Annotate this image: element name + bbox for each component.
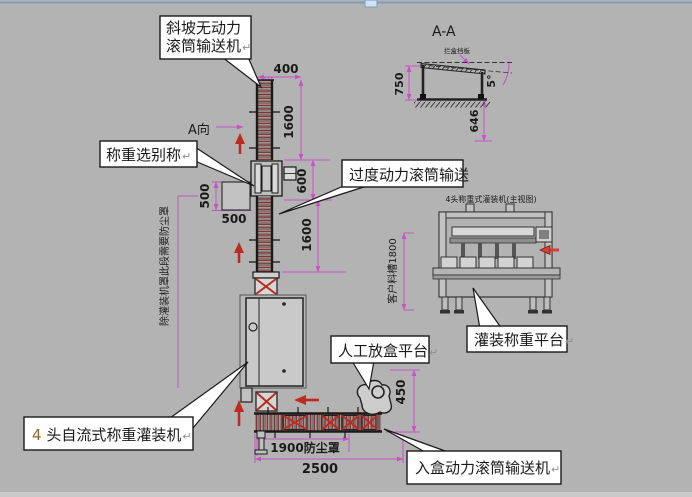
bottom-strip <box>0 492 692 497</box>
dim-400: 400 <box>273 62 298 76</box>
label-a-view: A向 <box>188 122 210 138</box>
callout-manual-platform-label: 人工放盒平台↵ <box>338 342 438 360</box>
dim-600: 600 <box>295 168 309 193</box>
callout-gravity-filler <box>23 416 194 451</box>
operator-figure <box>356 379 393 415</box>
section-aa-view <box>414 62 513 108</box>
transition-conveyor-topview <box>249 196 280 272</box>
dim-750: 750 <box>393 72 406 95</box>
dim-1600-lower: 1600 <box>300 218 314 251</box>
weighing-selector-station <box>250 160 297 197</box>
baffle-leader <box>459 54 470 65</box>
dim-646: 646 <box>468 109 481 132</box>
callout-weighing-selector-label: 称重选别称↵ <box>106 146 191 164</box>
callout-manual-platform <box>330 335 430 364</box>
label-section-aa: A-A <box>432 24 456 40</box>
label-customer-trough: 客户料槽1800 <box>386 238 399 303</box>
dim-1900-dust-cover: 1900防尘罩 <box>270 440 339 455</box>
callout-transition-conveyor-label: 过度动力滚筒输送 <box>349 166 469 184</box>
callout-infeed-conveyor-label: 入盒动力滚筒输送机↵ <box>415 459 560 477</box>
flow-arrows <box>234 133 559 426</box>
callout-infeed-conveyor <box>406 450 562 485</box>
label-front-view-title: 4头称重式灌装机(主视图) <box>445 194 536 204</box>
dimension-texts: 400 1600 600 1600 500 500 450 1900防尘罩 25… <box>198 62 498 477</box>
infeed-conveyor-topview <box>254 407 382 455</box>
ground-hatch <box>414 101 490 108</box>
conveyor-end-bracket <box>252 271 280 296</box>
annotation-texts: A向 A-A 拦盒挡板 4头称重式灌装机(主视图) 除灌装机罩此段需要防尘罩 客… <box>158 24 537 326</box>
callout-filling-platform-label: 灌装称重平台↵ <box>474 331 574 349</box>
dim-450: 450 <box>394 379 408 404</box>
note-dust-cover: 除灌装机罩此段需要防尘罩 <box>158 206 171 326</box>
dim-1600-upper: 1600 <box>282 105 296 138</box>
callout-weighing-selector <box>99 140 198 168</box>
callout-transition-conveyor <box>341 159 464 188</box>
label-baffle: 拦盒挡板 <box>444 46 471 55</box>
callout-slope-conveyor <box>159 15 252 60</box>
dim-500-v: 500 <box>198 183 212 208</box>
buffer-box <box>221 181 251 211</box>
callout-slope-conveyor-line1: 斜坡无动力 <box>166 19 241 37</box>
filler-outlet-bracket <box>255 391 278 412</box>
dim-2500: 2500 <box>302 462 338 477</box>
gravity-filler-topview <box>239 294 307 403</box>
callout-filling-platform <box>466 325 568 353</box>
callout-slope-conveyor-line2: 滚筒输送机↵ <box>166 37 251 55</box>
tilted-roller-plate <box>420 62 486 75</box>
callouts: 斜坡无动力 滚筒输送机↵ 称重选别称↵ 过度动力滚筒输送 人工放盒平台↵ 灌装称… <box>23 15 574 485</box>
callout-gravity-filler-label: 4 头自流式称重灌装机↵ <box>32 426 192 444</box>
dim-angle-5: 5° <box>485 74 498 87</box>
selection-handle[interactable] <box>364 0 378 8</box>
angle-arc <box>502 62 510 86</box>
roller-x-marks <box>282 414 378 431</box>
dim-500-h: 500 <box>221 212 246 226</box>
filler-frontview <box>432 203 561 314</box>
